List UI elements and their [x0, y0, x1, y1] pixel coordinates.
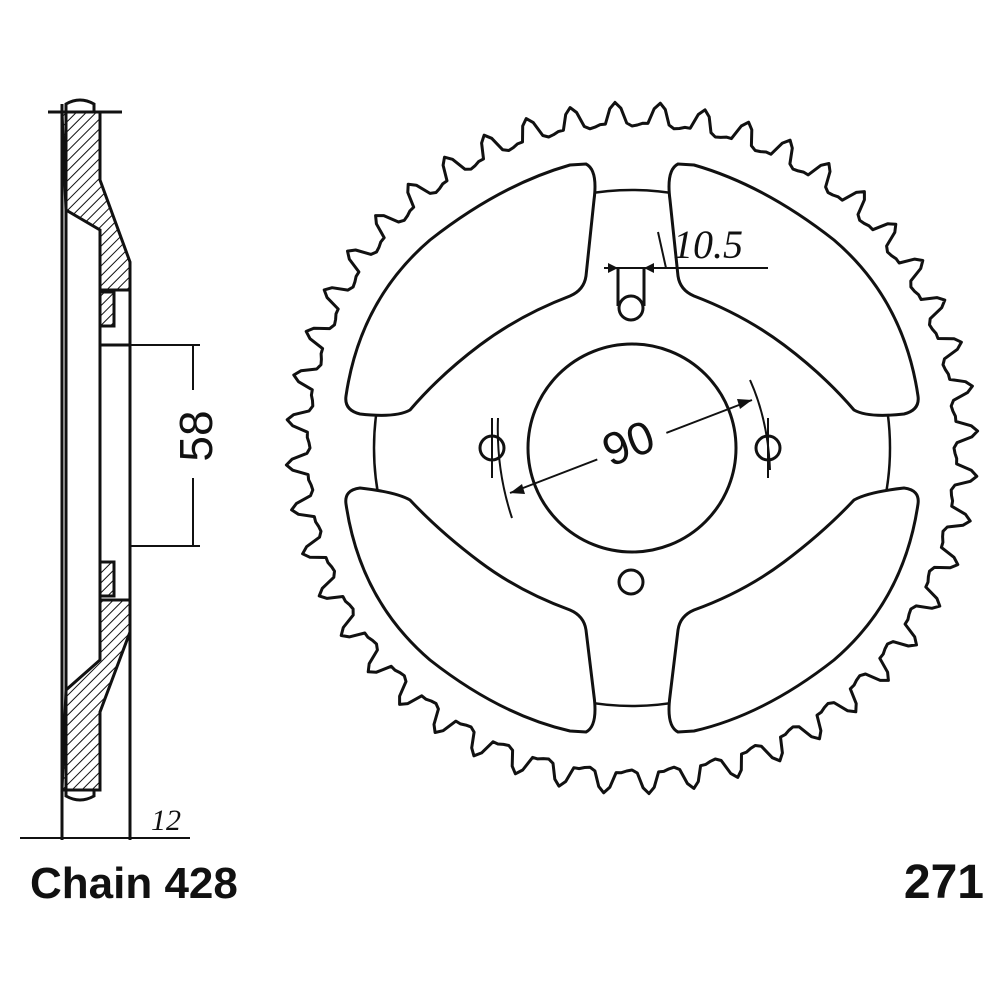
cutout-bottom-left [344, 486, 597, 734]
bolt-slot [616, 268, 646, 306]
thickness-label: 12 [151, 804, 181, 837]
cutout-bottom-right [667, 486, 920, 734]
bolt-hole-bottom [617, 568, 645, 596]
cutout-top-left [344, 162, 597, 417]
cutout-top-right [667, 162, 920, 417]
side-view [20, 98, 200, 840]
slot-width-label: 10.5 [673, 222, 743, 267]
lower-plate-section [60, 598, 132, 792]
inner-rim [372, 188, 892, 708]
hub-bore-label: 58 [170, 410, 222, 461]
upper-plate-section [60, 110, 132, 292]
chain-caption: Chain 428 [30, 859, 238, 908]
sprocket-teeth [284, 100, 980, 796]
front-view [284, 100, 980, 796]
part-number: 271 [904, 856, 984, 909]
bolt-hole-top [617, 294, 645, 322]
